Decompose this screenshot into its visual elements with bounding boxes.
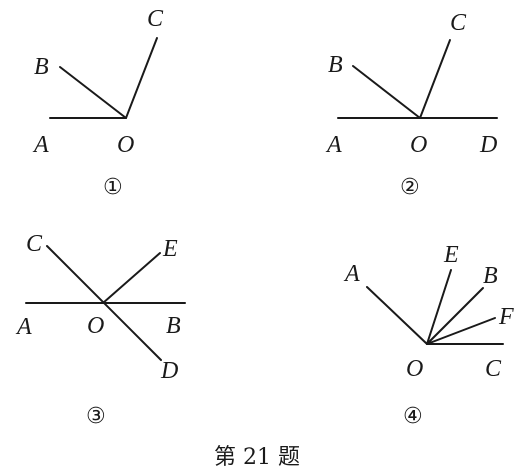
point-label-o: O xyxy=(406,356,423,382)
figure-number: ④ xyxy=(403,404,423,429)
point-label-e: E xyxy=(443,242,459,268)
point-label-b: B xyxy=(34,54,49,80)
figure-caption: 第 21 题 xyxy=(214,445,300,470)
figure-3: A B C D E O ③ xyxy=(15,231,186,429)
point-label-b: B xyxy=(166,313,181,339)
ray-oe xyxy=(426,269,452,345)
figure-2: A B C D O ② xyxy=(325,10,498,200)
ray-oc xyxy=(419,39,451,119)
ray-ob xyxy=(59,66,127,119)
point-label-e: E xyxy=(162,236,178,262)
ray-oc xyxy=(125,37,158,119)
figure-1: A B C O ① xyxy=(32,6,164,200)
ray-ob xyxy=(426,287,484,345)
point-label-a: A xyxy=(15,314,32,340)
point-label-d: D xyxy=(160,358,178,384)
point-label-o: O xyxy=(117,132,134,158)
figure-number: ③ xyxy=(86,404,106,429)
point-label-c: C xyxy=(450,10,467,36)
figure-number: ② xyxy=(400,175,420,200)
point-label-o: O xyxy=(87,313,104,339)
point-label-d: D xyxy=(479,132,497,158)
point-label-b: B xyxy=(483,263,498,289)
ray-ob xyxy=(352,65,421,119)
point-label-c: C xyxy=(26,231,43,257)
point-label-a: A xyxy=(32,132,49,158)
figure-number: ① xyxy=(103,175,123,200)
ray-oa xyxy=(366,286,428,345)
point-label-a: A xyxy=(325,132,342,158)
ray-of xyxy=(426,317,496,345)
point-label-b: B xyxy=(328,52,343,78)
ray-oe xyxy=(102,252,161,304)
point-label-c: C xyxy=(147,6,164,32)
point-label-c: C xyxy=(485,356,502,382)
figure-4: A B C E F O ④ xyxy=(343,242,514,429)
point-label-a: A xyxy=(343,261,360,287)
point-label-f: F xyxy=(498,304,514,330)
point-label-o: O xyxy=(410,132,427,158)
